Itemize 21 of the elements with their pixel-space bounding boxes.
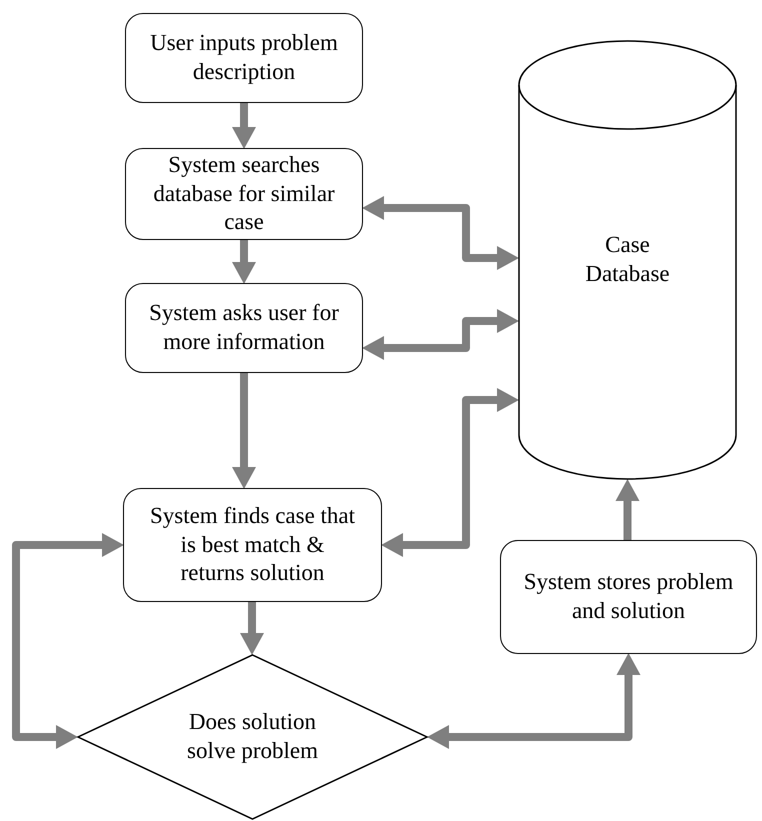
node-text: System asks user for more information: [148, 299, 340, 356]
arrow: [232, 373, 256, 489]
arrow: [427, 653, 640, 749]
node-text: User inputs problem description: [149, 29, 339, 86]
node-text: System searches database for similar case: [152, 150, 336, 236]
process-box: [125, 13, 363, 103]
node-text: Does solution solve problem: [186, 708, 319, 765]
arrow: [362, 196, 519, 270]
process-box: [125, 283, 363, 373]
arrow: [381, 388, 519, 557]
arrow: [240, 602, 264, 655]
node-text: Case Database: [584, 231, 671, 288]
node-text: System stores problem and solution: [522, 568, 734, 625]
arrow: [232, 240, 256, 284]
arrow: [232, 103, 256, 149]
process-box: [125, 148, 363, 240]
process-box: [123, 488, 382, 602]
arrow: [362, 309, 519, 360]
process-box: [500, 540, 757, 654]
arrow: [12, 533, 124, 749]
node-text: System finds case that is best match & returns solution: [148, 502, 356, 588]
